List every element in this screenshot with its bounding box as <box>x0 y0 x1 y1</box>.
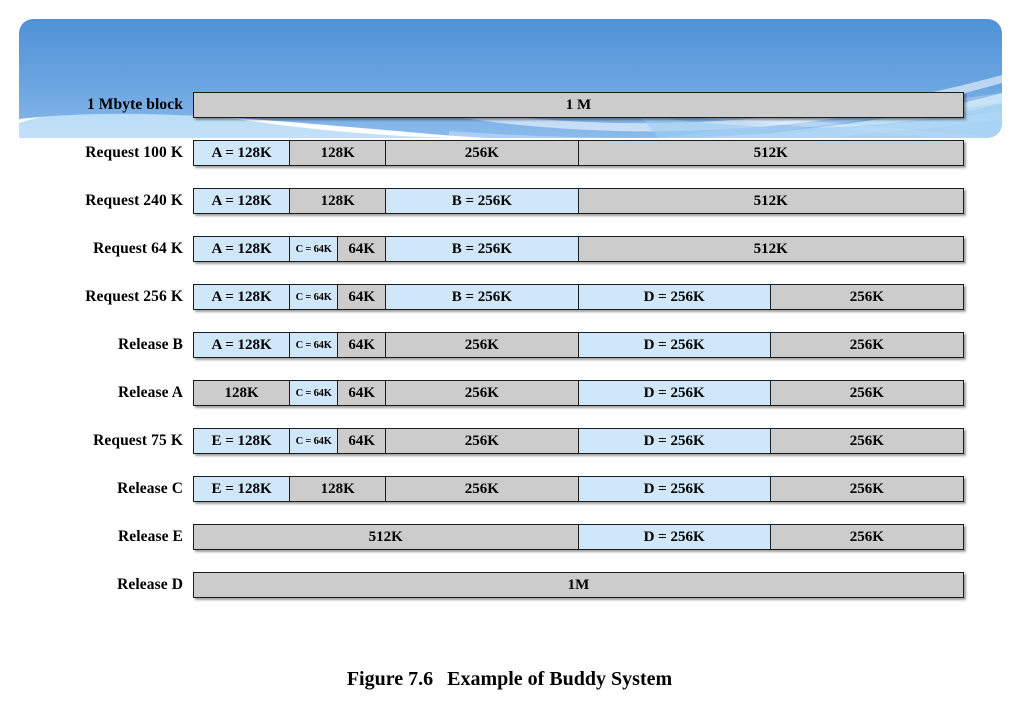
figure-title: Example of Buddy System <box>447 668 673 690</box>
memory-segment: 64K <box>338 429 387 453</box>
memory-segment: 1M <box>194 573 963 597</box>
memory-segment: 64K <box>338 285 387 309</box>
row-label: Release A <box>117 384 183 401</box>
memory-segment: 256K <box>770 525 963 549</box>
memory-segment: B = 256K <box>386 237 579 261</box>
memory-segment: A = 128K <box>194 237 291 261</box>
memory-segment: C = 64K <box>290 285 339 309</box>
memory-segment: D = 256K <box>578 381 771 405</box>
memory-segment: 256K <box>770 285 963 309</box>
diagram-row: Release D 1M <box>0 572 1019 598</box>
memory-segment: 64K <box>338 381 387 405</box>
memory-segment: C = 64K <box>290 429 339 453</box>
memory-segment: D = 256K <box>578 525 771 549</box>
memory-segment: A = 128K <box>194 333 291 357</box>
memory-segment: A = 128K <box>194 285 291 309</box>
memory-segment: 256K <box>386 141 579 165</box>
memory-segment: 512K <box>578 237 963 261</box>
memory-segment: B = 256K <box>386 189 579 213</box>
row-label: Release D <box>117 576 183 593</box>
row-label: Request 256 K <box>85 288 183 305</box>
memory-segment: 256K <box>386 429 579 453</box>
memory-segment: C = 64K <box>290 381 339 405</box>
row-label: Request 100 K <box>85 144 183 161</box>
figure-caption: Figure 7.6 Example of Buddy System <box>0 668 1019 691</box>
memory-segment: E = 128K <box>194 477 291 501</box>
memory-segment: 1 M <box>194 93 963 117</box>
memory-segment: 256K <box>770 381 963 405</box>
memory-bar: 1 M <box>193 92 964 118</box>
memory-segment: 256K <box>386 381 579 405</box>
memory-segment: D = 256K <box>578 285 771 309</box>
row-label: 1 Mbyte block <box>86 96 183 113</box>
row-label: Request 240 K <box>85 192 183 209</box>
memory-segment: 64K <box>338 237 387 261</box>
memory-segment: 128K <box>290 477 387 501</box>
memory-segment: 128K <box>194 381 291 405</box>
row-label: Release E <box>117 528 183 545</box>
row-label: Request 64 K <box>93 240 183 257</box>
memory-segment: 512K <box>578 189 963 213</box>
memory-segment: E = 128K <box>194 429 291 453</box>
row-label: Release B <box>117 336 183 353</box>
memory-segment: D = 256K <box>578 477 771 501</box>
diagram-row: 1 Mbyte block 1 M <box>0 92 1019 118</box>
memory-segment: 256K <box>770 477 963 501</box>
memory-segment: 256K <box>386 477 579 501</box>
memory-bar: 1M <box>193 572 964 598</box>
memory-segment: C = 64K <box>290 237 339 261</box>
memory-segment: 128K <box>290 189 387 213</box>
memory-segment: 256K <box>770 429 963 453</box>
memory-segment: D = 256K <box>578 333 771 357</box>
memory-segment: A = 128K <box>194 189 291 213</box>
memory-segment: 256K <box>770 333 963 357</box>
memory-segment: B = 256K <box>386 285 579 309</box>
memory-segment: 512K <box>194 525 579 549</box>
row-label: Release C <box>117 480 183 497</box>
memory-segment: C = 64K <box>290 333 339 357</box>
memory-segment: 128K <box>290 141 387 165</box>
memory-segment: 64K <box>338 333 387 357</box>
memory-segment: 256K <box>386 333 579 357</box>
row-label: Request 75 K <box>93 432 183 449</box>
memory-segment: D = 256K <box>578 429 771 453</box>
memory-segment: A = 128K <box>194 141 291 165</box>
figure-number: Figure 7.6 <box>346 668 434 690</box>
memory-segment: 512K <box>578 141 963 165</box>
